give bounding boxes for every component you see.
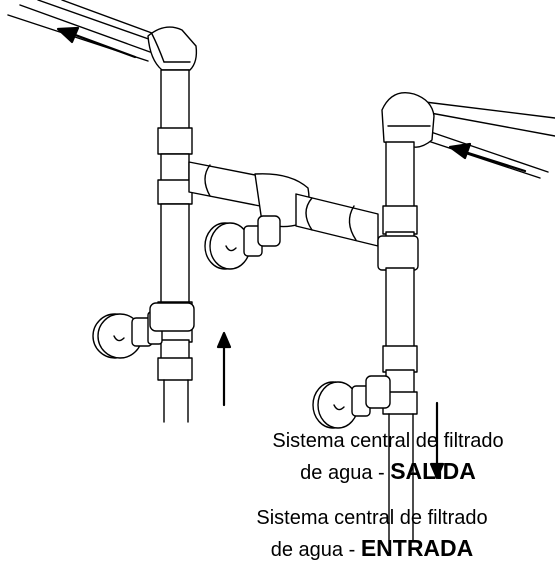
inlet-flow-arrow-top (448, 142, 527, 173)
outlet-caption-bold: SALIDA (390, 458, 476, 484)
left-vertical-pipe (157, 69, 193, 423)
outlet-caption-prefix: de agua - (300, 462, 391, 484)
inlet-caption-bold: ENTRADA (360, 535, 474, 561)
inlet-caption-line2: de agua - ENTRADA (172, 533, 555, 565)
inlet-caption: Sistema central de filtrado de agua - EN… (172, 503, 555, 565)
outlet-flow-arrow-up (216, 331, 232, 407)
outlet-caption: Sistema central de filtrado de agua - SA… (188, 426, 555, 488)
outlet-valve (92, 302, 195, 359)
right-elbow (381, 92, 435, 148)
inlet-caption-prefix: de agua - (270, 539, 361, 561)
outlet-caption-line2: de agua - SALIDA (188, 456, 555, 488)
inlet-caption-line1: Sistema central de filtrado (256, 507, 488, 529)
outlet-flow-arrow-top (56, 26, 137, 59)
left-elbow (147, 26, 198, 71)
inlet-flow-arrow-down (429, 401, 445, 480)
inlet-valve (312, 375, 391, 429)
right-top-pipe (424, 101, 555, 179)
left-top-pipe (7, 0, 161, 62)
bypass-valve (204, 215, 281, 270)
outlet-caption-line1: Sistema central de filtrado (272, 430, 504, 452)
bypass-pipe (188, 161, 379, 247)
